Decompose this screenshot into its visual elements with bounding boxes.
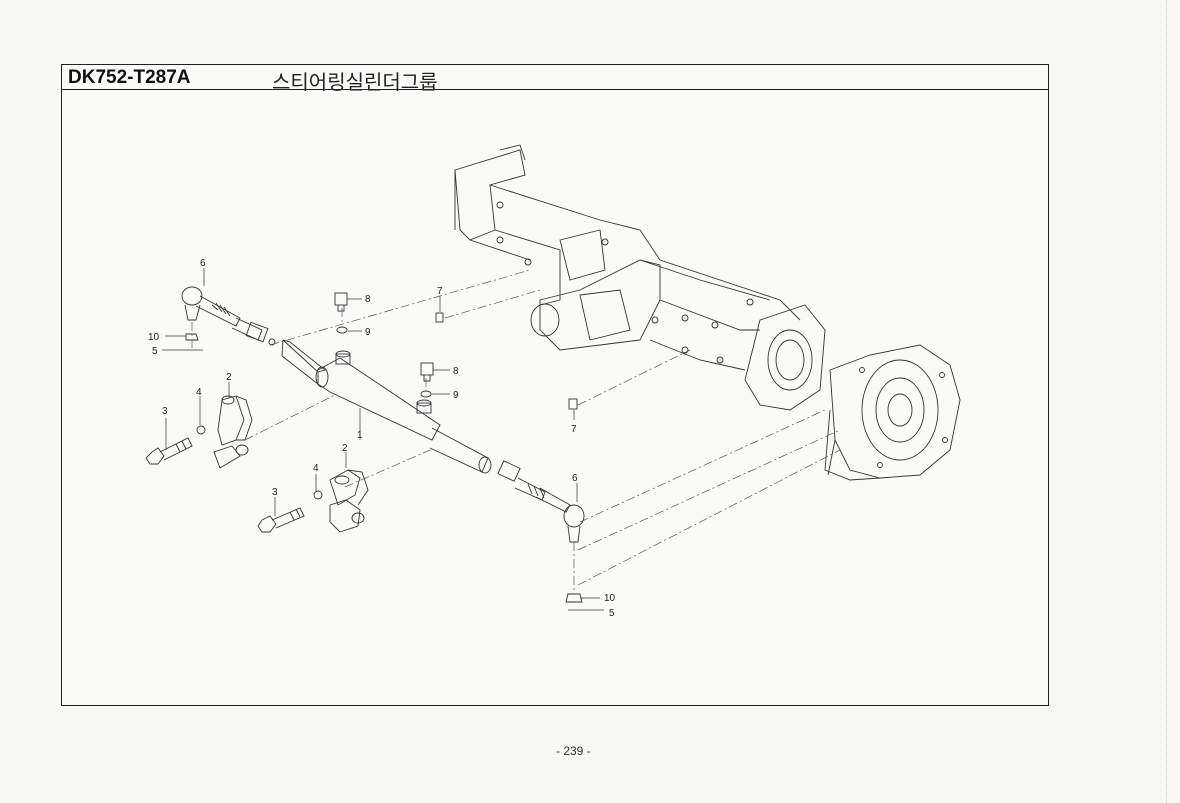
pin-bottom	[568, 398, 578, 410]
callout-6: 6	[572, 473, 578, 484]
cylinder-bracket-right	[329, 469, 369, 533]
callout-1: 1	[357, 430, 363, 441]
callout-2: 2	[226, 372, 232, 383]
callout-10: 10	[148, 332, 160, 343]
callout-6: 6	[200, 258, 206, 269]
tie-rod-end-left	[181, 286, 276, 346]
grease-nipple-top	[334, 292, 348, 312]
callout-8: 8	[365, 294, 371, 305]
pin-top	[435, 312, 444, 323]
callout-4: 4	[313, 463, 319, 474]
tie-rod-end-right	[497, 460, 585, 543]
final-drive-case	[824, 344, 961, 481]
callout-10: 10	[604, 593, 616, 604]
model-code: DK752-T287A	[68, 67, 191, 88]
scan-edge	[1166, 0, 1169, 803]
diagram-frame: DK752-T287A 스티어링실린더그룹	[61, 64, 1049, 706]
washer-left	[196, 425, 206, 435]
title-bar: DK752-T287A 스티어링실린더그룹	[62, 65, 1048, 94]
steering-cylinder	[281, 339, 492, 474]
bolt-left	[145, 437, 193, 465]
group-title: 스티어링실린더그룹	[272, 70, 438, 94]
callout-2: 2	[342, 443, 348, 454]
leader-lines	[162, 268, 604, 611]
front-axle-housing	[454, 144, 826, 411]
callout-4: 4	[196, 387, 202, 398]
callout-7: 7	[437, 286, 443, 297]
callout-3: 3	[162, 406, 168, 417]
washer-right	[313, 490, 323, 500]
callout-8: 8	[453, 366, 459, 377]
callout-3: 3	[272, 487, 278, 498]
bolt-right	[257, 507, 305, 533]
nut-left	[185, 333, 199, 341]
cylinder-bracket-left	[213, 395, 253, 469]
assembly-guide-lines	[191, 269, 841, 590]
callout-5: 5	[609, 608, 615, 619]
o-ring-mid	[420, 390, 432, 398]
callout-9: 9	[453, 390, 459, 401]
callout-labels: 1 2 2 3 3 4 4 5 5 6 6 7 7 8 8 9 9 10 10	[148, 258, 616, 619]
page-number: - 239 -	[556, 744, 591, 758]
callout-5: 5	[152, 346, 158, 357]
grease-nipple-mid	[420, 362, 434, 382]
nut-right	[565, 593, 583, 603]
o-ring-top	[336, 326, 348, 334]
callout-9: 9	[365, 327, 371, 338]
callout-7: 7	[571, 424, 577, 435]
